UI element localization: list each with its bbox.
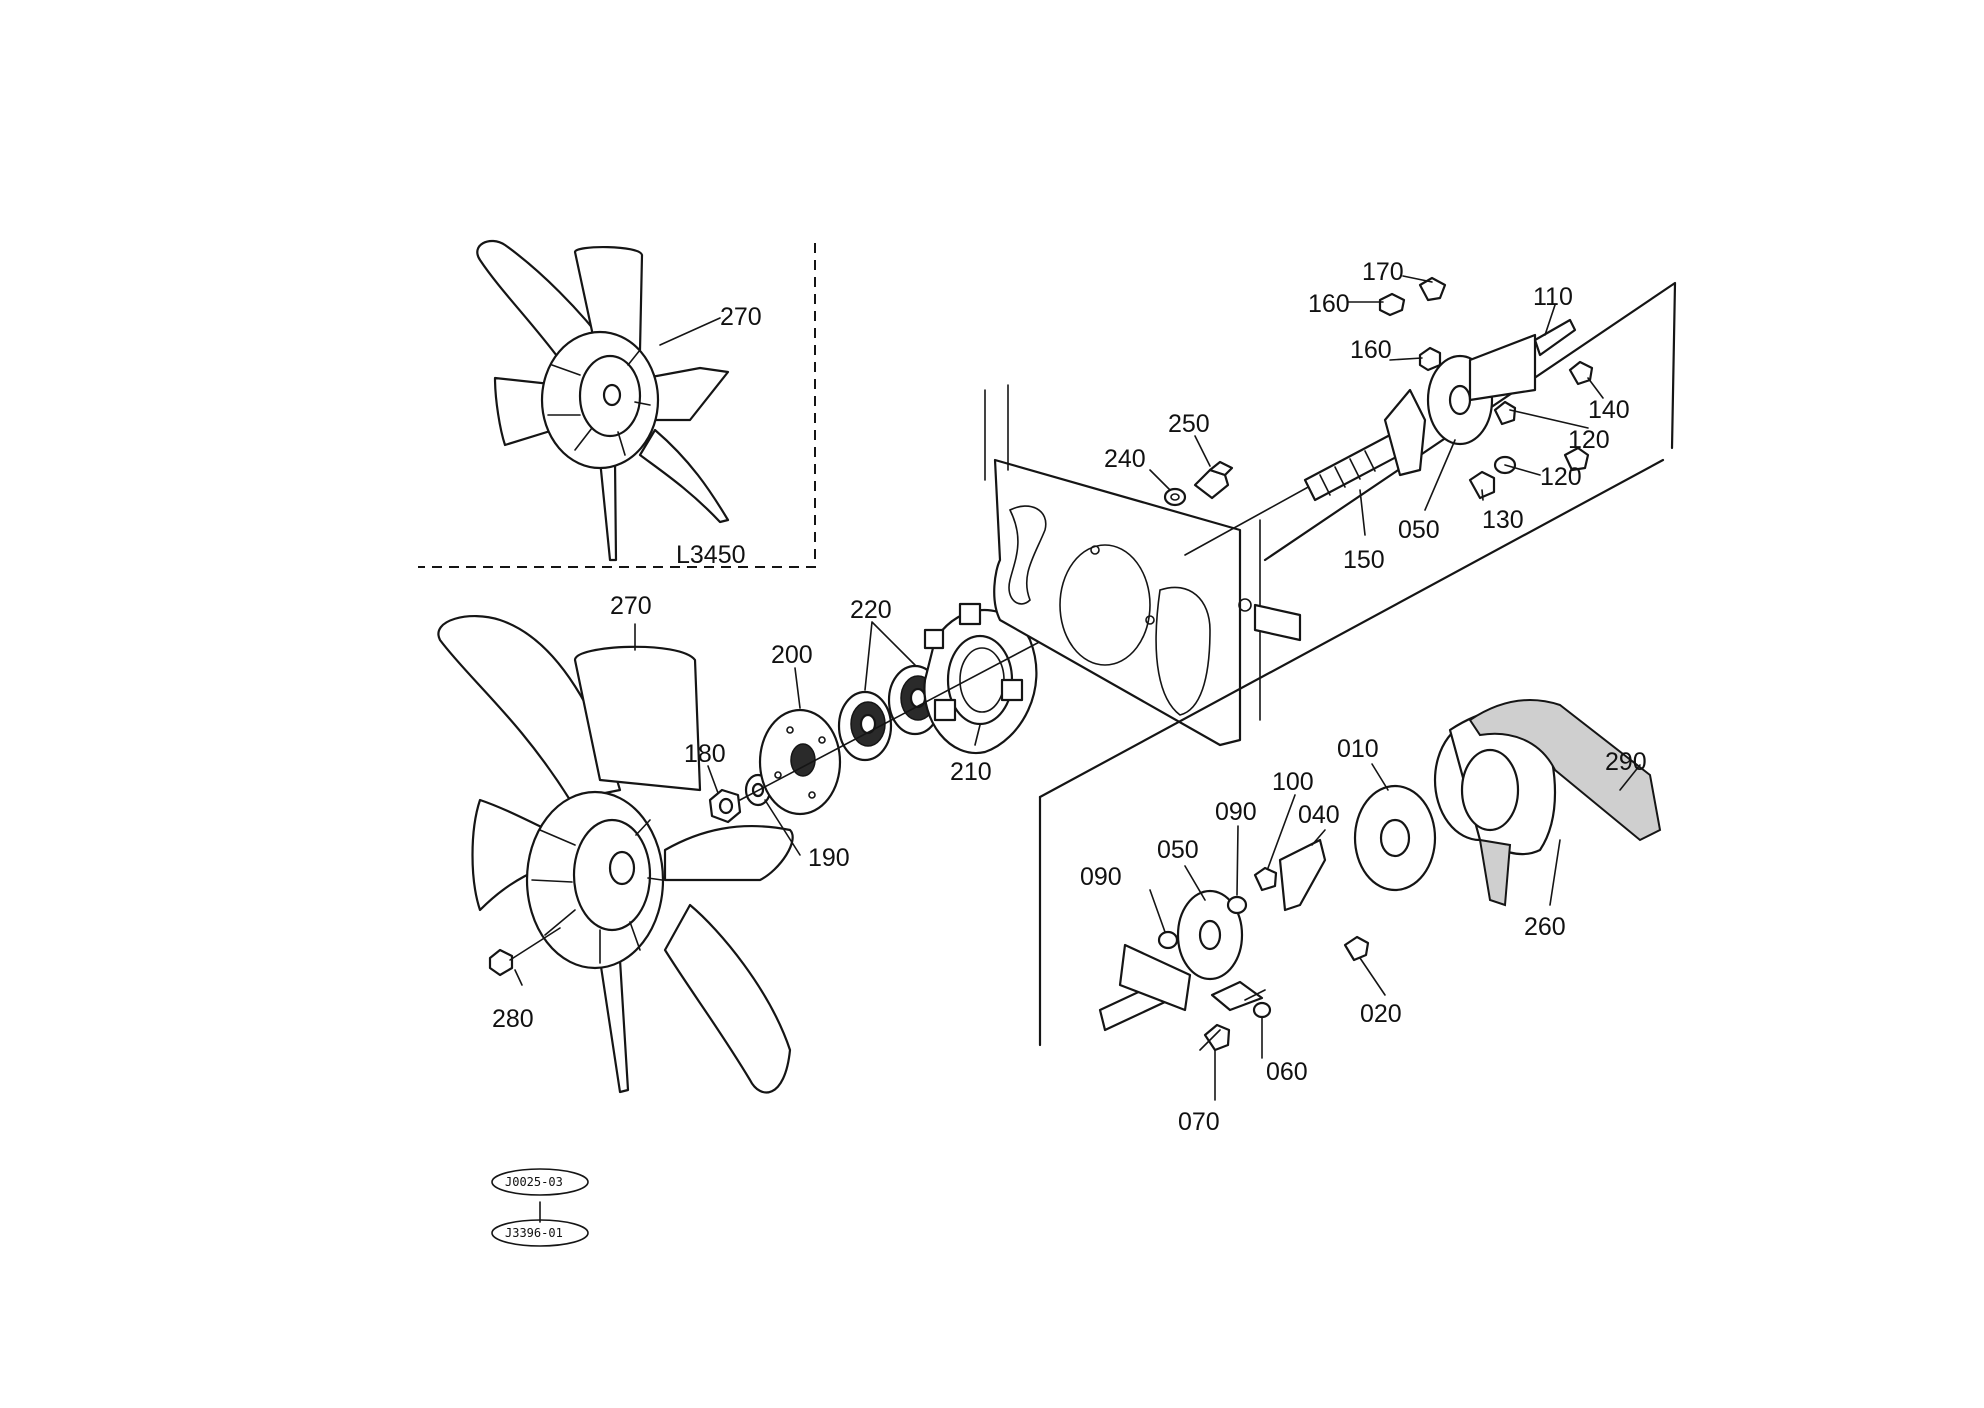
main-fan-drawing — [437, 615, 794, 1094]
callout-labels: 270 L3450 270 280 180 190 200 220 210 24… — [492, 258, 1647, 1136]
callout-090-left: 090 — [1080, 863, 1122, 891]
callout-020: 020 — [1360, 1000, 1402, 1028]
callout-270: 270 — [610, 592, 652, 620]
inset-model-label: L3450 — [676, 541, 746, 569]
inset-frame — [418, 243, 816, 568]
callout-090-right: 090 — [1215, 798, 1257, 826]
callout-110: 110 — [1533, 283, 1573, 311]
upper-assembly-drawing — [1163, 276, 1677, 562]
leader-lines — [514, 275, 1641, 1223]
reference-code-2: J3396-01 — [505, 1226, 563, 1240]
inset-fan-drawing — [476, 239, 730, 562]
callout-060: 060 — [1266, 1058, 1308, 1086]
callout-120: 120 — [1540, 463, 1582, 491]
lower-assembly-drawing — [1038, 458, 1665, 1052]
callout-220: 220 — [850, 596, 892, 624]
callout-240: 240 — [1104, 445, 1146, 473]
callout-160-upper: 160 — [1308, 290, 1350, 318]
callout-160: 160 — [1350, 336, 1392, 364]
hub-stack-drawing — [708, 602, 1101, 824]
callout-130: 130 — [1482, 506, 1524, 534]
reference-oval-2 — [491, 1219, 589, 1247]
callout-100: 100 — [1272, 768, 1314, 796]
callout-210: 210 — [950, 758, 992, 786]
callout-250: 250 — [1168, 410, 1210, 438]
callout-120-upper: 120 — [1568, 426, 1610, 454]
reference-codes: J0025-03 J3396-01 — [491, 1168, 589, 1247]
callout-270-inset: 270 — [720, 303, 762, 331]
callout-070: 070 — [1178, 1108, 1220, 1136]
callout-200: 200 — [771, 641, 813, 669]
callout-150: 150 — [1343, 546, 1385, 574]
callout-190: 190 — [808, 844, 850, 872]
callout-170: 170 — [1362, 258, 1404, 286]
reference-oval-1 — [491, 1168, 589, 1196]
callout-010: 010 — [1337, 735, 1379, 763]
callout-180: 180 — [684, 740, 726, 768]
callout-140: 140 — [1588, 396, 1630, 424]
callout-050-lower: 050 — [1157, 836, 1199, 864]
reference-code-1: J0025-03 — [505, 1175, 563, 1189]
callout-280: 280 — [492, 1005, 534, 1033]
callout-040: 040 — [1298, 801, 1340, 829]
mounting-plate-drawing — [984, 384, 1302, 747]
callout-260: 260 — [1524, 913, 1566, 941]
callout-050-upper: 050 — [1398, 516, 1440, 544]
callout-290: 290 — [1605, 748, 1647, 776]
